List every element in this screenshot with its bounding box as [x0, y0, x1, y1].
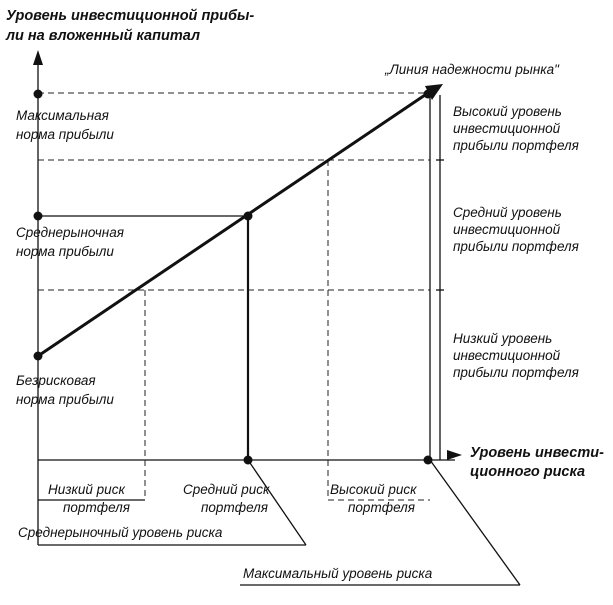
mid-risk-label-1: Средний риск — [183, 482, 270, 497]
high-return-label-2: инвестиционной — [453, 121, 561, 136]
y-axis-title-line-1: Уровень инвестиционной прибы- — [6, 8, 254, 24]
riskfree-label-1: Безрисковая — [16, 373, 96, 388]
max-return-point — [33, 89, 43, 99]
market-portfolio-point — [243, 211, 253, 221]
market-return-label-2: норма прибыли — [16, 244, 114, 259]
mid-return-label-1: Средний уровень — [453, 205, 562, 220]
low-risk-label-2: портфеля — [63, 500, 130, 515]
y-axis-title-line-2: ли на вложенный капитал — [5, 28, 200, 44]
mid-return-label-2: инвестиционной — [453, 222, 561, 237]
max-risk-level-label: Максимальный уровень риска — [243, 566, 433, 581]
low-return-label-3: прибыли портфеля — [453, 365, 579, 380]
market-risk-pointer — [247, 459, 307, 546]
market-return-label-1: Среднерыночная — [16, 225, 124, 240]
low-return-label-1: Низкий уровень — [453, 331, 552, 346]
market-line-title: „Линия надежности рынка" — [384, 62, 560, 77]
mid-risk-label-2: портфеля — [201, 500, 268, 515]
mid-return-label-3: прибыли портфеля — [453, 239, 579, 254]
security-market-line — [37, 91, 429, 358]
x-axis-arrow — [447, 450, 462, 460]
high-risk-label-2: портфеля — [348, 500, 415, 515]
x-axis-title-line-2: ционного риска — [470, 464, 585, 480]
max-risk-pointer — [429, 459, 521, 586]
max-return-label-2: норма прибыли — [16, 127, 114, 142]
riskfree-point — [33, 351, 43, 361]
max-risk-point — [423, 455, 433, 465]
high-return-label-1: Высокий уровень — [453, 104, 562, 119]
high-return-label-3: прибыли портфеля — [453, 138, 579, 153]
market-return-point — [33, 211, 43, 221]
max-return-label-1: Максимальная — [16, 108, 109, 123]
x-axis-title-line-1: Уровень инвести- — [470, 445, 604, 461]
max-risk-return-point — [423, 89, 433, 99]
riskfree-label-2: норма прибыли — [16, 392, 114, 407]
security-market-line-arrow — [425, 84, 443, 100]
market-risk-point — [243, 455, 253, 465]
high-risk-label-1: Высокий риск — [330, 482, 417, 497]
low-return-label-2: инвестиционной — [453, 348, 561, 363]
market-risk-level-label: Среднерыночный уровень риска — [18, 525, 223, 540]
low-risk-label-1: Низкий риск — [48, 482, 125, 497]
y-axis-arrow — [33, 50, 43, 65]
